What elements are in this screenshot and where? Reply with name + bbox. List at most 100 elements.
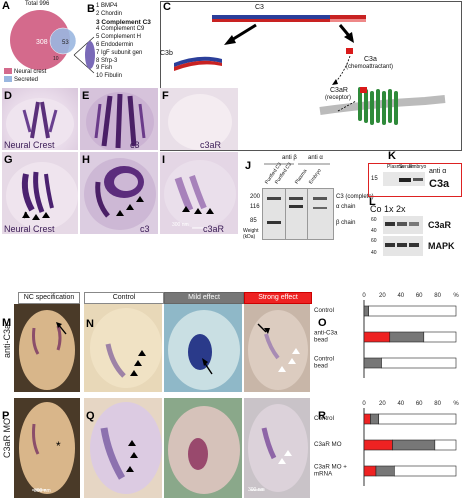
embryo-d-drawing xyxy=(6,98,74,150)
svg-text:*: * xyxy=(56,439,61,453)
tick-label: 20 xyxy=(379,293,386,299)
western-k-lane: Embryo xyxy=(409,164,427,170)
embryo-e-drawing xyxy=(86,92,154,150)
western-j-lane-labels: Purified C3 Purified C3 Plasma Embryo xyxy=(264,162,334,190)
band-complete xyxy=(267,197,281,200)
caption-i: c3aR xyxy=(203,224,225,234)
venn-overlap-count: 10 xyxy=(53,56,59,62)
panel-label-d: D xyxy=(4,90,12,102)
blot-lane-divider xyxy=(307,189,308,239)
gene-item: 6 Endodermin xyxy=(96,41,134,48)
band-embryo xyxy=(313,207,327,209)
bar-segment xyxy=(394,465,457,477)
venn-left-count: 308 xyxy=(36,39,48,46)
marker-85: 85 xyxy=(250,218,257,224)
venn-diagram: 308 53 10 xyxy=(10,10,77,70)
panel-label-m: M xyxy=(2,317,12,329)
venn-total: Total 996 xyxy=(25,1,50,7)
band-alpha xyxy=(289,205,303,208)
western-j-header-anti-alpha: anti α xyxy=(308,155,323,161)
bar-segment xyxy=(381,357,457,369)
band-mapk xyxy=(397,243,407,247)
schematic-box xyxy=(160,1,462,151)
photo-m xyxy=(14,304,80,392)
western-k-lane: Plasma xyxy=(387,164,404,170)
tick-label: 40 xyxy=(397,401,404,407)
western-l-lanes: Co 1x 2x xyxy=(370,204,406,214)
venn-legend-item-1: Neural crest xyxy=(4,68,46,76)
western-l-marker: 60 xyxy=(371,217,377,223)
marker-116: 116 xyxy=(250,204,260,210)
band-c3a xyxy=(399,178,411,182)
caption-d: Neural Crest xyxy=(4,140,55,150)
tick-label: 60 xyxy=(416,401,423,407)
western-l-marker: 40 xyxy=(371,250,377,256)
schematic-diagram xyxy=(174,15,446,125)
c3a-sub-label: (chemoattractant) xyxy=(346,64,394,70)
western-k-box: Plasma Serum Embryo 15 anti α C3a xyxy=(368,163,462,197)
gene-item: 4 Complement C9 xyxy=(96,26,145,33)
tick-label: 20 xyxy=(379,401,386,407)
caption-e: c3 xyxy=(130,140,140,150)
embryo-q-mild-drawing xyxy=(168,406,240,494)
embryo-h-drawing xyxy=(84,158,156,230)
panel-label-n: N xyxy=(86,318,94,330)
embryo-p-drawing: * xyxy=(19,402,75,494)
scale-bar-q: 300 nm xyxy=(248,487,265,493)
scale-bar-p: 300 nm xyxy=(34,488,51,494)
panel-label-a: A xyxy=(2,0,10,12)
gene-item: 2 Chordin xyxy=(96,10,123,17)
photo-q-mild xyxy=(164,398,242,498)
gene-list: 1 BMP4 2 Chordin 3 Complement C3 4 Compl… xyxy=(96,3,151,81)
western-l-row-c3ar: C3aR xyxy=(428,220,452,230)
embryo-f-drawing xyxy=(168,94,232,150)
panel-label-o: O xyxy=(318,317,327,329)
panel-label-h: H xyxy=(82,154,90,166)
header-control: Control xyxy=(84,292,164,304)
panel-label-i: I xyxy=(162,154,166,166)
category-label: Control xyxy=(314,415,334,422)
western-l-blot-c3ar xyxy=(383,216,423,234)
bar-segment xyxy=(363,305,369,317)
bar-segment xyxy=(363,413,371,425)
panel-label-g: G xyxy=(4,154,13,166)
gene-item: 9 Fish xyxy=(96,65,113,72)
marker-200: 200 xyxy=(250,194,261,200)
gene-item: 1 BMP4 xyxy=(96,3,118,9)
header-strong-effect: Strong effect xyxy=(244,292,312,304)
tick-label: % xyxy=(453,293,459,299)
photo-g-neural-crest xyxy=(2,152,78,234)
bar-segment xyxy=(368,305,457,317)
panel-label-q: Q xyxy=(86,410,95,422)
bar-segment xyxy=(423,331,457,343)
bar-segment xyxy=(363,357,382,369)
embryo-q-strong-drawing xyxy=(248,404,308,492)
header-nc-specification: NC specification xyxy=(18,292,80,304)
panel-label-e: E xyxy=(82,90,90,102)
header-mild-effect: Mild effect xyxy=(164,292,244,304)
embryo-q-control-drawing xyxy=(90,402,162,494)
bar-segment xyxy=(363,439,393,451)
bar-segment xyxy=(389,331,425,343)
band-label-alpha: α chain xyxy=(336,204,356,210)
photo-e-c3 xyxy=(80,88,158,150)
tick-label: 80 xyxy=(434,293,441,299)
western-l-marker: 60 xyxy=(371,238,377,244)
caption-f: c3aR xyxy=(200,140,222,150)
western-k-lane: Serum xyxy=(399,164,414,170)
panel-label-r: R xyxy=(318,410,326,422)
western-j-header-anti-beta: anti β xyxy=(282,155,297,161)
tick-label: 80 xyxy=(434,401,441,407)
western-l-marker: 40 xyxy=(371,228,377,234)
panel-label-k: K xyxy=(388,150,396,162)
c3ar-sub-label: (receptor) xyxy=(325,95,352,101)
panel-label-b: B xyxy=(87,3,95,15)
band-c3a xyxy=(413,178,423,181)
gene-item: 10 Fibulin xyxy=(96,73,123,80)
legend-swatch-secreted xyxy=(4,76,12,83)
bar-segment xyxy=(378,413,457,425)
embryo-m-drawing xyxy=(19,310,75,390)
